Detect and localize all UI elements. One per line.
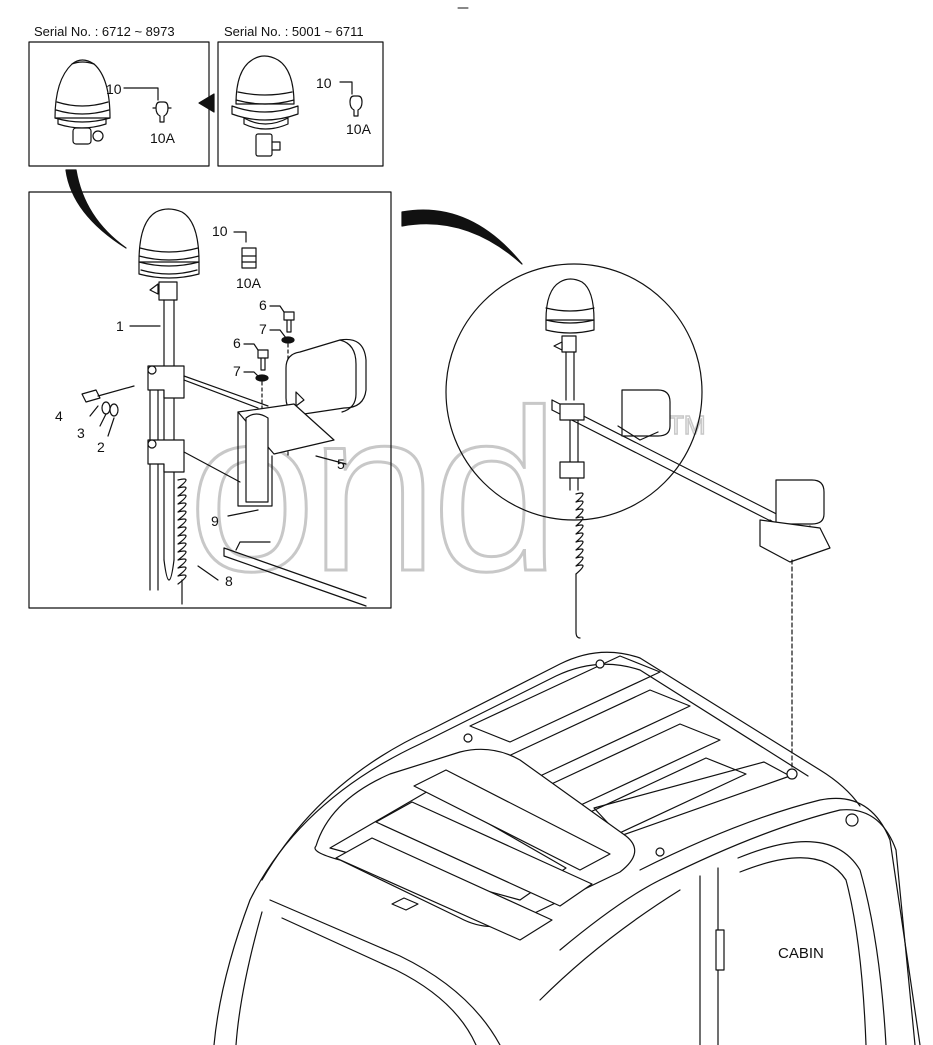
label-bolt-b: 6 — [233, 335, 241, 351]
label-washer-b: 7 — [233, 363, 241, 379]
pointer-arc-left — [65, 169, 127, 249]
inset-left-serial: Serial No. : 6712 ~ 8973 — [34, 24, 175, 39]
right-assembly — [545, 278, 831, 773]
label-pole: 1 — [116, 318, 124, 334]
pointer-arc-right — [401, 209, 523, 265]
beacon-right-illustration — [231, 55, 299, 157]
cabin-drawing — [213, 651, 921, 1045]
inset-right-box — [217, 41, 384, 167]
label-flat-washer: 2 — [97, 439, 105, 455]
bulb-icon — [152, 101, 172, 123]
leader-left-10 — [123, 87, 159, 101]
inset-left-part-label: 10 — [106, 81, 122, 97]
label-bolt-a: 6 — [259, 297, 267, 313]
label-bracket: 5 — [337, 456, 345, 472]
label-spring-washer: 3 — [77, 425, 85, 441]
label-bulb: 10A — [236, 275, 261, 291]
label-bolt-c: 4 — [55, 408, 63, 424]
beacon-left-illustration — [54, 59, 111, 145]
label-cord: 8 — [225, 573, 233, 589]
arrow-left-icon — [198, 93, 215, 113]
inset-right-bulb-label: 10A — [346, 121, 371, 137]
label-holder: 9 — [211, 513, 219, 529]
cabin-label: CABIN — [778, 945, 824, 962]
coiled-cord — [177, 478, 187, 605]
label-washer-a: 7 — [259, 321, 267, 337]
magnified-circle — [445, 263, 703, 521]
detail-box — [28, 191, 392, 609]
inset-left-box — [28, 41, 210, 167]
inset-left-bulb-label: 10A — [150, 130, 175, 146]
inset-right-part-label: 10 — [316, 75, 332, 91]
inset-right-serial: Serial No. : 5001 ~ 6711 — [224, 24, 364, 39]
label-beacon: 10 — [212, 223, 228, 239]
